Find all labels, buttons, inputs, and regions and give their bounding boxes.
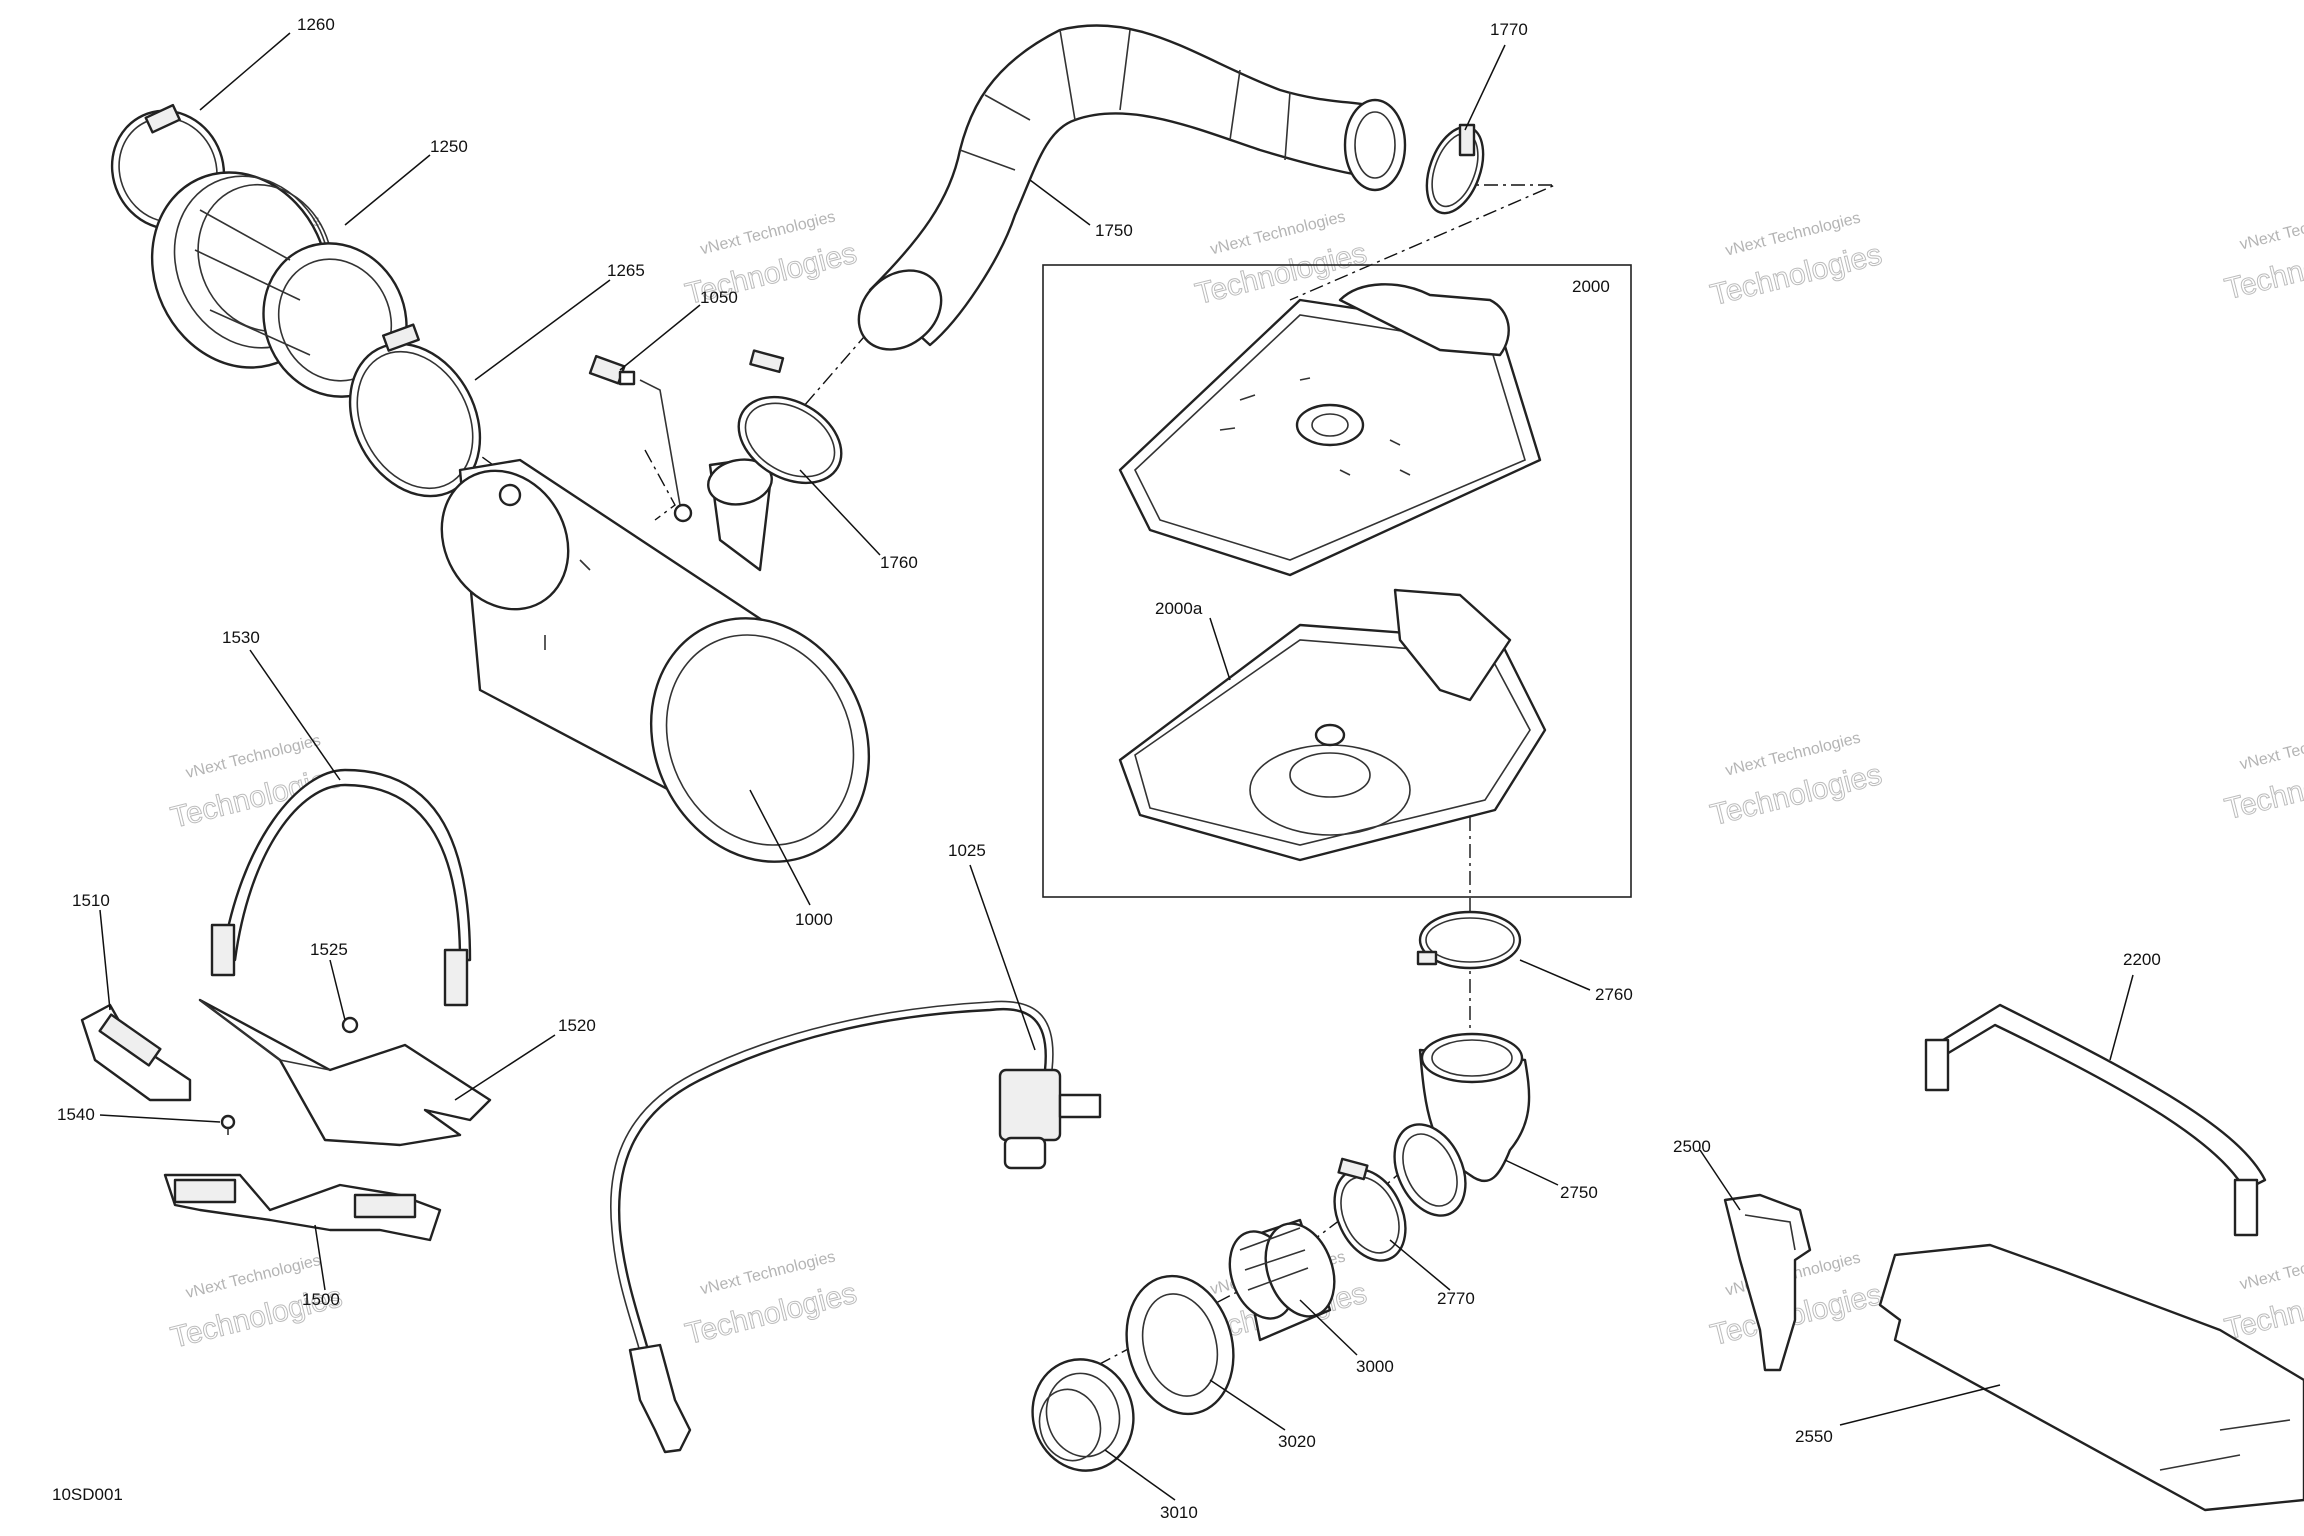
callout-1250: 1250	[430, 137, 468, 156]
part-3000-adapter	[1228, 1218, 1336, 1342]
callout-2000: 2000	[1572, 277, 1610, 296]
part-1000-silencer	[440, 458, 871, 863]
part-2770-clamp	[1333, 1157, 1407, 1262]
part-1750-intake-duct	[857, 24, 1407, 351]
part-1510-bracket	[80, 1003, 192, 1102]
part-2200-strap	[1924, 1003, 2267, 1237]
callout-3020: 3020	[1278, 1432, 1316, 1451]
callout-1025: 1025	[948, 841, 986, 860]
callout-1050: 1050	[700, 288, 738, 307]
callout-1000: 1000	[795, 910, 833, 929]
part-1540-rivet	[220, 1114, 236, 1135]
callout-1265: 1265	[607, 261, 645, 280]
part-2750-elbow	[1393, 1032, 1531, 1217]
callout-2500: 2500	[1673, 1137, 1711, 1156]
part-2760-clamp	[1416, 910, 1522, 970]
part-2500-bracket	[1723, 1193, 1812, 1372]
callout-1260: 1260	[297, 15, 335, 34]
callout-1540: 1540	[57, 1105, 95, 1124]
callout-3010: 3010	[1160, 1503, 1198, 1522]
watermark-text: vNext Technologies	[2238, 204, 2304, 254]
callout-2750: 2750	[1560, 1183, 1598, 1202]
assembly-2000-frame	[1042, 264, 1632, 898]
part-1500-mount-plate	[163, 1173, 442, 1242]
callout-2550: 2550	[1795, 1427, 1833, 1446]
leader-lines	[99, 32, 2134, 1501]
callout-1525: 1525	[310, 940, 348, 959]
part-1025-o2-sensor	[609, 1000, 1102, 1454]
part-1770-clamp	[1425, 123, 1485, 215]
callout-1770: 1770	[1490, 20, 1528, 39]
callout-2000a: 2000a	[1155, 599, 1203, 618]
callout-2200: 2200	[2123, 950, 2161, 969]
callout-1500: 1500	[302, 1290, 340, 1309]
document-id: 10SD001	[52, 1485, 123, 1504]
part-2000a-airbox-base	[1118, 588, 1547, 862]
part-3020-ring	[1125, 1274, 1235, 1416]
callout-1520: 1520	[558, 1016, 596, 1035]
callout-3000: 3000	[1356, 1357, 1394, 1376]
watermark-text: vNext Technologies	[2238, 724, 2304, 774]
callout-1510: 1510	[72, 891, 110, 910]
part-1760-clamp	[737, 349, 843, 485]
part-3010-nut	[1031, 1358, 1135, 1472]
callout-labels: 1260 1250 1265 1050 1750 1770 1760 2000 …	[57, 15, 2161, 1522]
callout-1530: 1530	[222, 628, 260, 647]
part-1520-heat-shield	[198, 998, 492, 1147]
callout-1750: 1750	[1095, 221, 1133, 240]
part-2000-airbox-cover	[1118, 283, 1542, 577]
part-2550-plate	[1878, 1243, 2304, 1512]
callout-2770: 2770	[1437, 1289, 1475, 1308]
part-1050-sensor	[588, 354, 693, 523]
part-1530-strap	[210, 768, 472, 1007]
callout-1760: 1760	[880, 553, 918, 572]
watermark-text: vNext Technologies	[2238, 1244, 2304, 1294]
callout-2760: 2760	[1595, 985, 1633, 1004]
